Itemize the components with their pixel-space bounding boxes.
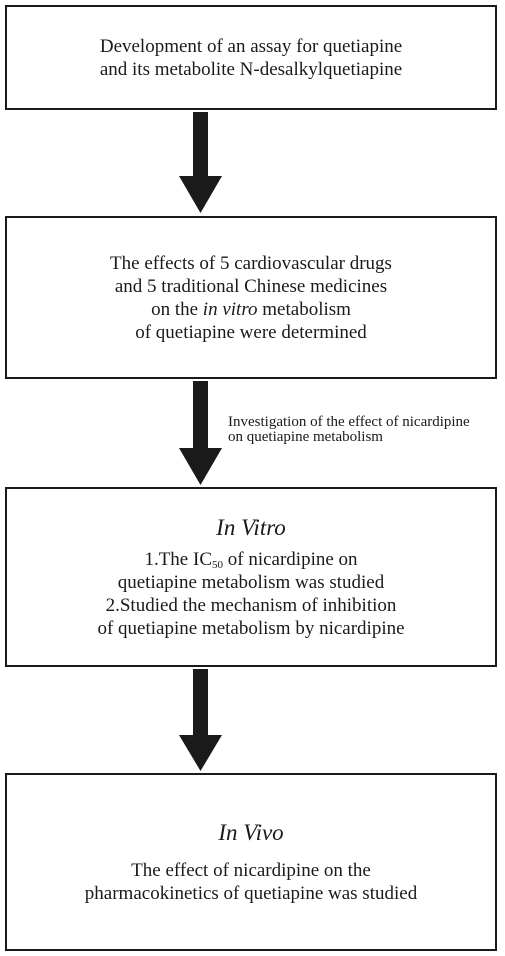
step2-text-line4: of quetiapine were determined <box>135 321 367 343</box>
arrow-2 <box>179 381 222 485</box>
arrow-3 <box>179 669 222 771</box>
in-vitro-item1-line2: quetiapine metabolism was studied <box>117 572 385 593</box>
step2-line3-italic: in vitro <box>202 298 258 320</box>
in-vitro-item2-line1: 2.Studied the mechanism of inhibition <box>105 595 397 616</box>
step2-text-line2: and 5 traditional Chinese medicines <box>114 275 388 297</box>
step-drug-screening-box: The effects of 5 cardiovascular drugs an… <box>5 216 497 379</box>
arrow-1 <box>179 112 222 213</box>
step2-text-line3: on the in vitro metabolism <box>151 298 351 321</box>
in-vitro-item2-line2: of quetiapine metabolism by nicardipine <box>97 618 405 639</box>
item1-subscript: 50 <box>212 559 223 571</box>
step2-text-line1: The effects of 5 cardiovascular drugs <box>110 252 392 274</box>
arrow2-label-line2: on quetiapine metabolism <box>228 429 383 445</box>
item1-prefix: 1.The IC <box>144 549 212 570</box>
arrow2-label-line1: Investigation of the effect of nicardipi… <box>228 414 470 430</box>
step-assay-development-box: Development of an assay for quetiapine a… <box>5 5 497 110</box>
in-vivo-text-line2: pharmacokinetics of quetiapine was studi… <box>84 883 418 904</box>
step-in-vivo-box: In Vivo The effect of nicardipine on the… <box>5 773 497 951</box>
in-vitro-heading: In Vitro <box>216 515 286 540</box>
item1-suffix: of nicardipine on <box>223 549 358 570</box>
arrow2-label: Investigation of the effect of nicardipi… <box>228 415 470 445</box>
step1-text-line1: Development of an assay for quetiapine <box>99 35 403 57</box>
in-vivo-heading: In Vivo <box>218 820 284 845</box>
step2-line3-suffix: metabolism <box>257 298 351 320</box>
step2-line3-prefix: on the <box>151 298 203 320</box>
step1-text-line2: and its metabolite N-desalkylquetiapine <box>99 58 403 80</box>
in-vivo-text-line1: The effect of nicardipine on the <box>131 860 371 881</box>
step-in-vitro-box: In Vitro 1.The IC50 of nicardipine on qu… <box>5 487 497 667</box>
in-vitro-item1-line1: 1.The IC50 of nicardipine on <box>144 548 357 571</box>
